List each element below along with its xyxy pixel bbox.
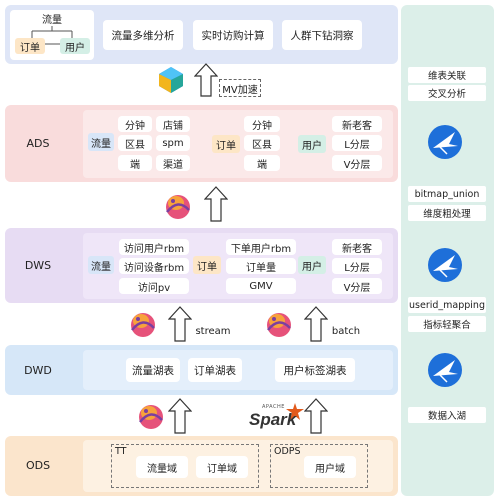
dwd-order-lake-table: 订单湖表: [188, 358, 242, 382]
ads-flow-cell: 店铺: [156, 116, 190, 132]
dws-flow-cell: 访问pv: [119, 278, 189, 294]
arrow-up-icon: [304, 398, 328, 434]
tree-order-node: 订单: [15, 38, 45, 54]
side-item-dim-coarse: 维度粗处理: [408, 205, 486, 221]
dws-order-label: 订单: [193, 256, 221, 274]
ods-odps-group: [270, 444, 368, 488]
ads-flow-cell: 区县: [118, 135, 152, 151]
hologres-logo-icon: [159, 67, 183, 93]
dws-user-cell: V分层: [332, 278, 382, 294]
ads-order-cell: 区县: [244, 135, 280, 151]
dwd-flow-lake-table: 流量湖表: [126, 358, 180, 382]
ads-order-cell: 端: [244, 155, 280, 171]
dws-flow-label: 流量: [88, 256, 114, 274]
flink-logo-icon: [131, 313, 155, 337]
ads-flow-cell: spm: [156, 135, 190, 151]
ads-order-label: 订单: [212, 135, 240, 153]
dws-order-cell: GMV: [226, 278, 296, 294]
tree-user-node: 用户: [60, 38, 90, 54]
ods-layer-label: ODS: [25, 458, 51, 472]
dws-order-cell: 下单用户rbm: [226, 239, 296, 255]
ods-tt-label: TT: [115, 446, 127, 457]
ads-flow-cell: 分钟: [118, 116, 152, 132]
card-realtime-calc: 实时访购计算: [193, 20, 273, 50]
card-traffic-analysis: 流量多维分析: [103, 20, 183, 50]
dws-user-cell: L分层: [332, 258, 382, 274]
spark-wordmark: Spark: [249, 410, 297, 429]
dws-flow-cell: 访问用户rbm: [119, 239, 189, 255]
dws-user-label: 用户: [298, 256, 326, 274]
ods-flow-domain: 流量域: [136, 456, 188, 478]
flink-logo-icon: [267, 313, 291, 337]
spark-logo-icon: [286, 403, 304, 420]
ads-flow-cell: 渠道: [156, 155, 190, 171]
stream-label: stream: [195, 325, 231, 337]
batch-label: batch: [331, 325, 361, 337]
ads-user-cell: V分层: [332, 155, 382, 171]
side-item-userid-mapping: userid_mapping: [408, 297, 486, 313]
ads-flow-label: 流量: [88, 133, 114, 151]
side-item-data-ingest: 数据入湖: [408, 407, 486, 423]
mv-accel-label: MV加速: [219, 79, 261, 97]
dws-flow-cell: 访问设备rbm: [119, 258, 189, 274]
ods-user-domain: 用户域: [304, 456, 356, 478]
arrow-up-icon: [304, 306, 328, 342]
ods-order-domain: 订单域: [196, 456, 248, 478]
dws-user-cell: 新老客: [332, 239, 382, 255]
side-item-cross-analysis: 交叉分析: [408, 85, 486, 101]
flink-logo-icon: [166, 195, 190, 219]
ads-user-cell: 新老客: [332, 116, 382, 132]
side-item-dim-join: 维表关联: [408, 67, 486, 83]
flink-logo-icon: [139, 405, 163, 429]
bird-logo-icon: [428, 125, 462, 159]
arrow-up-icon: [204, 186, 228, 222]
tree-connector: [31, 26, 73, 45]
ods-tt-group: [111, 444, 259, 488]
ads-layer-label: ADS: [26, 136, 50, 150]
ads-order-cell: 分钟: [244, 116, 280, 132]
arrow-up-icon: [168, 306, 192, 342]
ods-odps-label: ODPS: [274, 446, 301, 457]
dws-layer-label: DWS: [24, 258, 52, 272]
ads-flow-cell: 端: [118, 155, 152, 171]
dws-order-cell: 订单量: [226, 258, 296, 274]
side-item-bitmap-union: bitmap_union: [408, 186, 486, 202]
dwd-user-tag-lake-table: 用户标签湖表: [275, 358, 355, 382]
bird-logo-icon: [428, 353, 462, 387]
card-crowd-insight: 人群下钻洞察: [282, 20, 362, 50]
ads-user-label: 用户: [298, 135, 326, 153]
arrow-up-icon: [168, 398, 192, 434]
arrow-up-icon: [194, 63, 218, 97]
spark-apache-label: APACHE: [262, 404, 285, 410]
dwd-layer-label: DWD: [24, 363, 52, 377]
side-item-light-agg: 指标轻聚合: [408, 316, 486, 332]
ads-user-cell: L分层: [332, 135, 382, 151]
tree-root-label: 流量: [42, 15, 62, 26]
bird-logo-icon: [428, 248, 462, 282]
